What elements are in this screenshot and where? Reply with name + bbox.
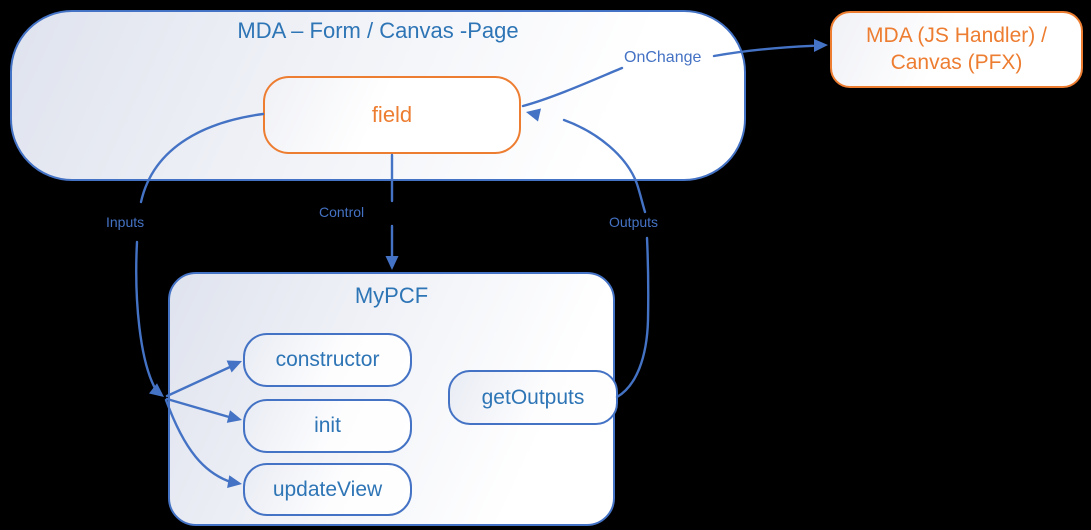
constructor-label: constructor: [275, 348, 380, 371]
getoutputs-node: getOutputs: [448, 370, 618, 425]
mypcf-title: MyPCF: [354, 283, 429, 308]
inputs-arrowhead: [149, 383, 164, 397]
field-label: field: [371, 102, 413, 127]
onchange-edge-label: OnChange: [624, 49, 702, 66]
updateview-node: updateView: [243, 463, 412, 516]
onchange-arrowhead: [814, 39, 828, 52]
mda-form-canvas-page-title: MDA – Form / Canvas -Page: [237, 18, 519, 43]
control-edge-label: Control: [319, 204, 365, 220]
inputs-arrow-line: [135, 240, 158, 392]
mda-js-handler-node: MDA (JS Handler) / Canvas (PFX): [830, 11, 1083, 88]
handler-label-line1: MDA (JS Handler) /: [866, 23, 1047, 47]
inputs-edge-label: Inputs: [106, 214, 145, 230]
outputs-edge-label: Outputs: [609, 214, 659, 230]
field-node: field: [263, 76, 521, 154]
handler-label-line2: Canvas (PFX): [890, 50, 1023, 74]
outputs-arrow-line: [615, 236, 650, 399]
updateview-label: updateView: [272, 477, 383, 501]
getoutputs-label: getOutputs: [481, 385, 585, 409]
init-node: init: [243, 399, 412, 453]
constructor-node: constructor: [243, 333, 412, 387]
control-arrowhead: [385, 256, 399, 270]
init-label: init: [314, 414, 341, 437]
